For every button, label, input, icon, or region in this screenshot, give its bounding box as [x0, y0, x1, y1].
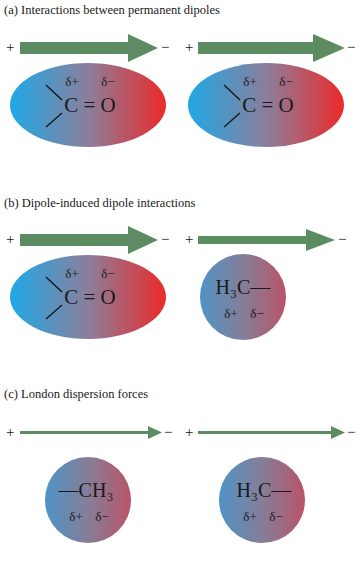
partial-charge: δ− — [95, 510, 108, 523]
formula-text: H₃C— — [216, 277, 271, 297]
molecule-ellipse: δ+ δ− C = O — [188, 63, 344, 147]
charge-sign: − — [347, 425, 355, 440]
molecule-circle: H₃C— δ+ δ− — [199, 253, 287, 341]
arrow-head — [331, 426, 345, 439]
bond-line — [224, 113, 240, 127]
electron-cloud — [10, 63, 166, 147]
section-heading: (a) Interactions between permanent dipol… — [4, 4, 220, 17]
partial-charge: δ− — [101, 75, 114, 88]
partial-charge: δ− — [279, 75, 292, 88]
partial-charge: δ− — [101, 267, 114, 280]
arrow-head — [306, 229, 335, 251]
bond-line — [224, 85, 240, 100]
electron-cloud — [200, 254, 286, 340]
partial-charge: δ+ — [243, 510, 256, 523]
formula-text: C = O — [242, 95, 294, 116]
charge-sign: − — [161, 40, 169, 55]
dipole-arrow — [20, 42, 130, 54]
charge-sign: − — [347, 40, 355, 55]
charge-sign: − — [338, 232, 346, 247]
dipole-arrows — [20, 34, 345, 439]
arrow-head — [128, 34, 158, 62]
molecule-shape — [44, 456, 132, 544]
arrow-head — [313, 34, 345, 62]
section-heading: (c) London dispersion forces — [4, 388, 148, 401]
charge-sign: + — [6, 232, 14, 247]
partial-charge: δ+ — [65, 267, 78, 280]
formula-text: —CH₃ — [59, 480, 114, 500]
dipole-arrow — [20, 431, 150, 434]
molecule-ellipse: δ+ δ− C = O — [10, 255, 166, 339]
formula-text: H₃C— — [237, 480, 292, 500]
dipole-arrow — [198, 42, 315, 54]
dipole-arrow — [20, 234, 130, 246]
dipole-arrow — [198, 431, 333, 434]
electron-cloud — [10, 255, 166, 339]
charge-sign: + — [6, 425, 14, 440]
partial-charge: δ+ — [69, 510, 82, 523]
electron-cloud — [45, 457, 131, 543]
formula-text: C = O — [64, 95, 116, 116]
charge-sign: + — [185, 425, 193, 440]
electron-cloud — [188, 63, 344, 147]
arrow-head — [128, 226, 158, 254]
molecule-shape — [199, 253, 287, 341]
molecule-circle: H₃C— δ+ δ− — [218, 456, 306, 544]
electron-cloud — [219, 457, 305, 543]
partial-charge: δ+ — [224, 307, 237, 320]
bond-line — [46, 85, 62, 100]
bond-line — [46, 113, 62, 127]
partial-charge: δ− — [250, 307, 263, 320]
charge-sign: + — [6, 40, 14, 55]
charge-sign: − — [164, 425, 172, 440]
arrow-head — [148, 426, 162, 439]
partial-charge: δ+ — [65, 75, 78, 88]
molecule-shape — [218, 456, 306, 544]
bond-line — [46, 305, 62, 319]
charge-sign: − — [161, 232, 169, 247]
molecule-ellipse: δ+ δ− C = O — [10, 63, 166, 147]
charge-sign: + — [185, 232, 193, 247]
dipole-arrow — [198, 236, 308, 244]
formula-text: C = O — [64, 287, 116, 308]
partial-charge: δ− — [269, 510, 282, 523]
bond-line — [46, 277, 62, 292]
molecule-circle: —CH₃ δ+ δ− — [44, 456, 132, 544]
charge-sign: + — [185, 40, 193, 55]
partial-charge: δ+ — [243, 75, 256, 88]
section-heading: (b) Dipole-induced dipole interactions — [4, 197, 195, 210]
